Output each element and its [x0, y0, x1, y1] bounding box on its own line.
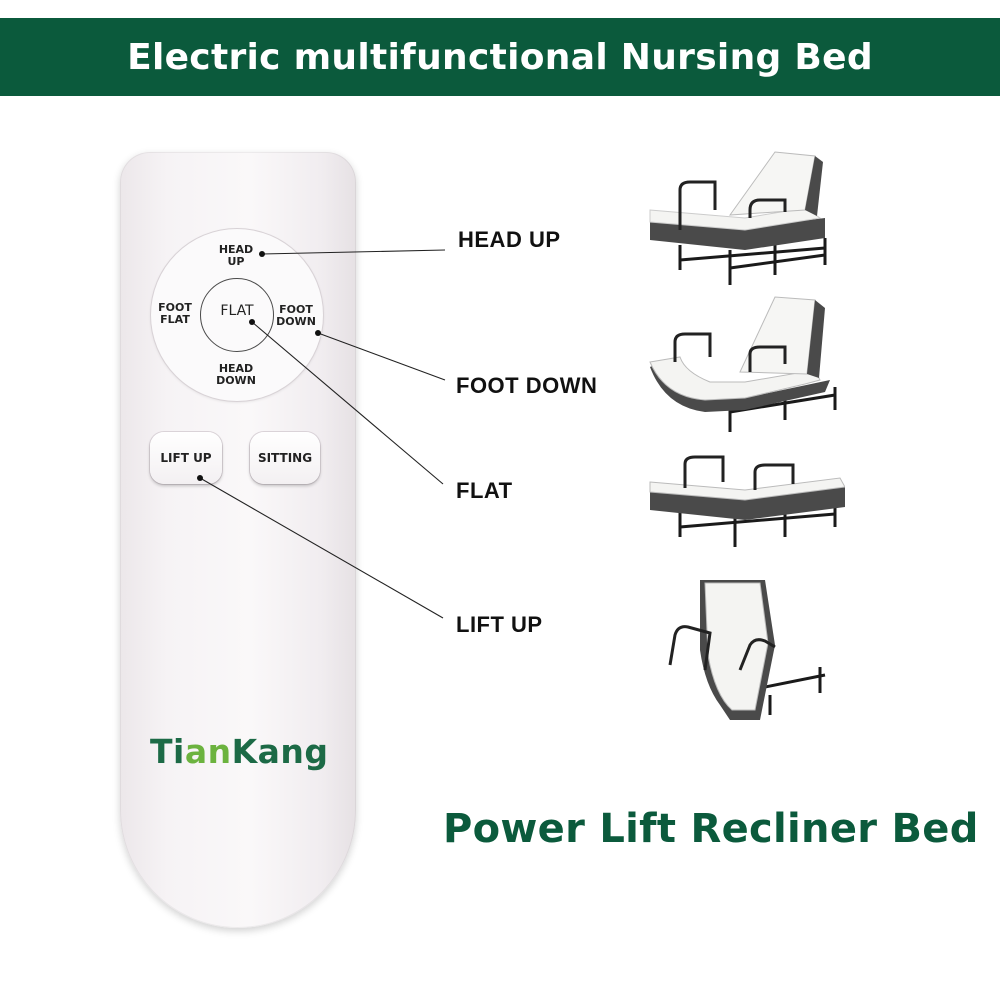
banner-title: Electric multifunctional Nursing Bed: [127, 36, 873, 78]
brand-logo: TianKang: [150, 732, 329, 771]
foot-down-leader-dot: [315, 330, 321, 336]
head-up-leader-line: [261, 249, 446, 255]
callout-foot-down: FOOT DOWN: [456, 373, 598, 398]
flat-leader-line: [251, 321, 444, 485]
sitting-button[interactable]: SITTING: [250, 432, 320, 484]
lift-up-leader-dot: [197, 475, 203, 481]
flat-leader-dot: [249, 319, 255, 325]
lift-up-leader-line: [199, 477, 444, 619]
head-up-leader-dot: [259, 251, 265, 257]
flat-button-label[interactable]: FLAT: [220, 303, 254, 319]
head-down-button-label[interactable]: HEAD DOWN: [216, 362, 256, 387]
foot-down-button-label[interactable]: FOOT DOWN: [276, 303, 316, 328]
bed-lift-up-image: [668, 580, 826, 720]
callout-flat: FLAT: [456, 478, 513, 503]
foot-down-leader-line: [317, 332, 446, 381]
callout-lift-up: LIFT UP: [456, 612, 543, 637]
head-up-button-label[interactable]: HEAD UP: [218, 243, 254, 268]
subtitle: Power Lift Recliner Bed: [443, 806, 979, 852]
bed-flat-image: [649, 455, 845, 547]
foot-flat-button-label[interactable]: FOOT FLAT: [158, 301, 192, 326]
lift-up-button[interactable]: LIFT UP: [150, 432, 222, 484]
flat-button[interactable]: [200, 278, 274, 352]
bed-head-up-image: [649, 151, 827, 285]
title-banner: Electric multifunctional Nursing Bed: [0, 18, 1000, 96]
bed-foot-down-image: [649, 296, 837, 432]
callout-head-up: HEAD UP: [458, 227, 561, 252]
